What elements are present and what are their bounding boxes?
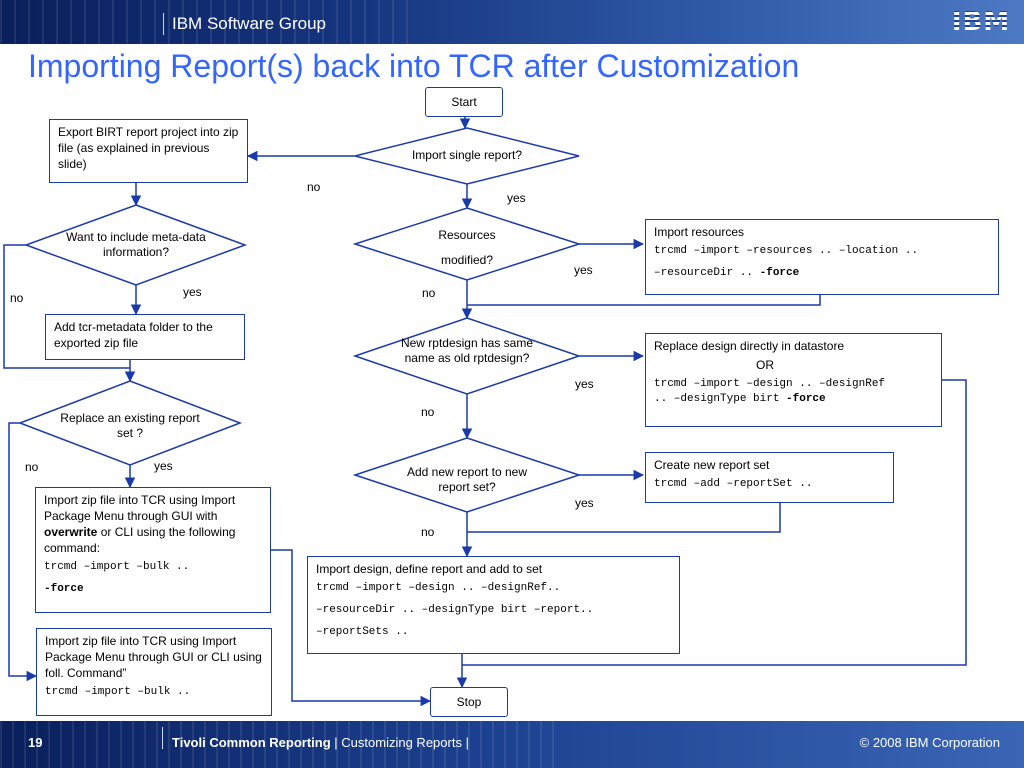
import-design-title: Import design, define report and add to … xyxy=(316,562,543,576)
footer-banner: 19 Tivoli Common Reporting | Customizing… xyxy=(0,721,1024,768)
replace-design-or: OR xyxy=(756,358,774,372)
header-stripes xyxy=(0,0,420,44)
replace-design-title: Replace design directly in datastore xyxy=(654,339,845,353)
export-birt-box: Export BIRT report project into zip file… xyxy=(49,119,248,183)
slide-title: Importing Report(s) back into TCR after … xyxy=(28,48,800,84)
import-design-cmd-3: –reportSets .. xyxy=(316,626,409,638)
import-design-box: Import design, define report and add to … xyxy=(307,556,680,654)
label-yes-samename: yes xyxy=(575,377,594,391)
ibm-logo: IBM xyxy=(944,7,1018,37)
label-no-resources: no xyxy=(422,286,436,300)
import-resources-cmd-1: trcmd –import –resources .. –location .. xyxy=(654,245,919,257)
create-report-set-cmd: trcmd –add –reportSet .. xyxy=(654,478,813,490)
label-no-samename: no xyxy=(421,405,435,419)
footer-stripes xyxy=(0,721,560,768)
add-metadata-box: Add tcr-metadata folder to the exported … xyxy=(45,314,245,360)
label-no-newset: no xyxy=(421,525,435,539)
label-yes-meta: yes xyxy=(183,285,202,299)
import-design-cmd-2: –resourceDir .. –designType birt –report… xyxy=(316,604,594,616)
import-zip-overwrite-box: Import zip file into TCR using Import Pa… xyxy=(35,487,271,613)
import-zip-overwrite-cmd-2: -force xyxy=(44,583,84,595)
import-resources-cmd-2: –resourceDir .. -force xyxy=(654,267,800,279)
stop-terminal: Stop xyxy=(430,687,508,717)
label-no-replace: no xyxy=(25,460,39,474)
label-yes-single: yes xyxy=(507,191,526,205)
label-yes-newset: yes xyxy=(575,496,594,510)
create-report-set-title: Create new report set xyxy=(654,458,770,472)
decision-new-report-set-label: Add new report to new report set? xyxy=(406,465,528,494)
start-terminal: Start xyxy=(425,87,503,117)
import-resources-title: Import resources xyxy=(654,225,745,239)
label-no-single: no xyxy=(307,180,321,194)
footer-product: Tivoli Common Reporting xyxy=(172,735,331,750)
copyright: © 2008 IBM Corporation xyxy=(859,735,1000,750)
decision-resources-label-1: Resources xyxy=(438,228,496,242)
header-separator xyxy=(163,13,164,35)
label-yes-resources: yes xyxy=(574,263,593,277)
footer-section: Customizing Reports xyxy=(341,735,462,750)
decision-resources-label-2: modified? xyxy=(440,253,494,267)
decision-same-name-label: New rptdesign has same name as old rptde… xyxy=(400,336,534,365)
replace-design-box: Replace design directly in datastore OR … xyxy=(645,333,942,427)
import-zip-overwrite-text: Import zip file into TCR using Import Pa… xyxy=(44,493,236,555)
import-resources-box: Import resources trcmd –import –resource… xyxy=(645,219,999,295)
replace-design-cmd-2: .. –designType birt -force xyxy=(654,393,826,405)
label-yes-replace: yes xyxy=(154,459,173,473)
decision-replace-label: Replace an existing report set ? xyxy=(60,411,200,440)
footer-breadcrumb: Tivoli Common Reporting | Customizing Re… xyxy=(172,735,469,750)
import-zip-overwrite-cmd-1: trcmd –import –bulk .. xyxy=(44,561,190,573)
page-number: 19 xyxy=(28,735,43,750)
create-report-set-box: Create new report set trcmd –add –report… xyxy=(645,452,894,503)
header-banner: IBM Software Group IBM xyxy=(0,0,1024,44)
label-no-meta: no xyxy=(10,291,24,305)
decision-meta-label: Want to include meta-data information? xyxy=(66,230,206,259)
import-zip-plain-text: Import zip file into TCR using Import Pa… xyxy=(45,634,262,680)
group-name: IBM Software Group xyxy=(172,14,327,33)
replace-design-cmd-1: trcmd –import –design .. –designRef xyxy=(654,378,886,390)
footer-separator xyxy=(162,727,163,749)
import-zip-plain-cmd: trcmd –import –bulk .. xyxy=(45,686,191,698)
decision-import-single-label: Import single report? xyxy=(411,148,523,162)
decision-resources-modified xyxy=(352,207,582,281)
import-zip-plain-box: Import zip file into TCR using Import Pa… xyxy=(36,628,272,716)
import-design-cmd-1: trcmd –import –design .. –designRef.. xyxy=(316,582,561,594)
